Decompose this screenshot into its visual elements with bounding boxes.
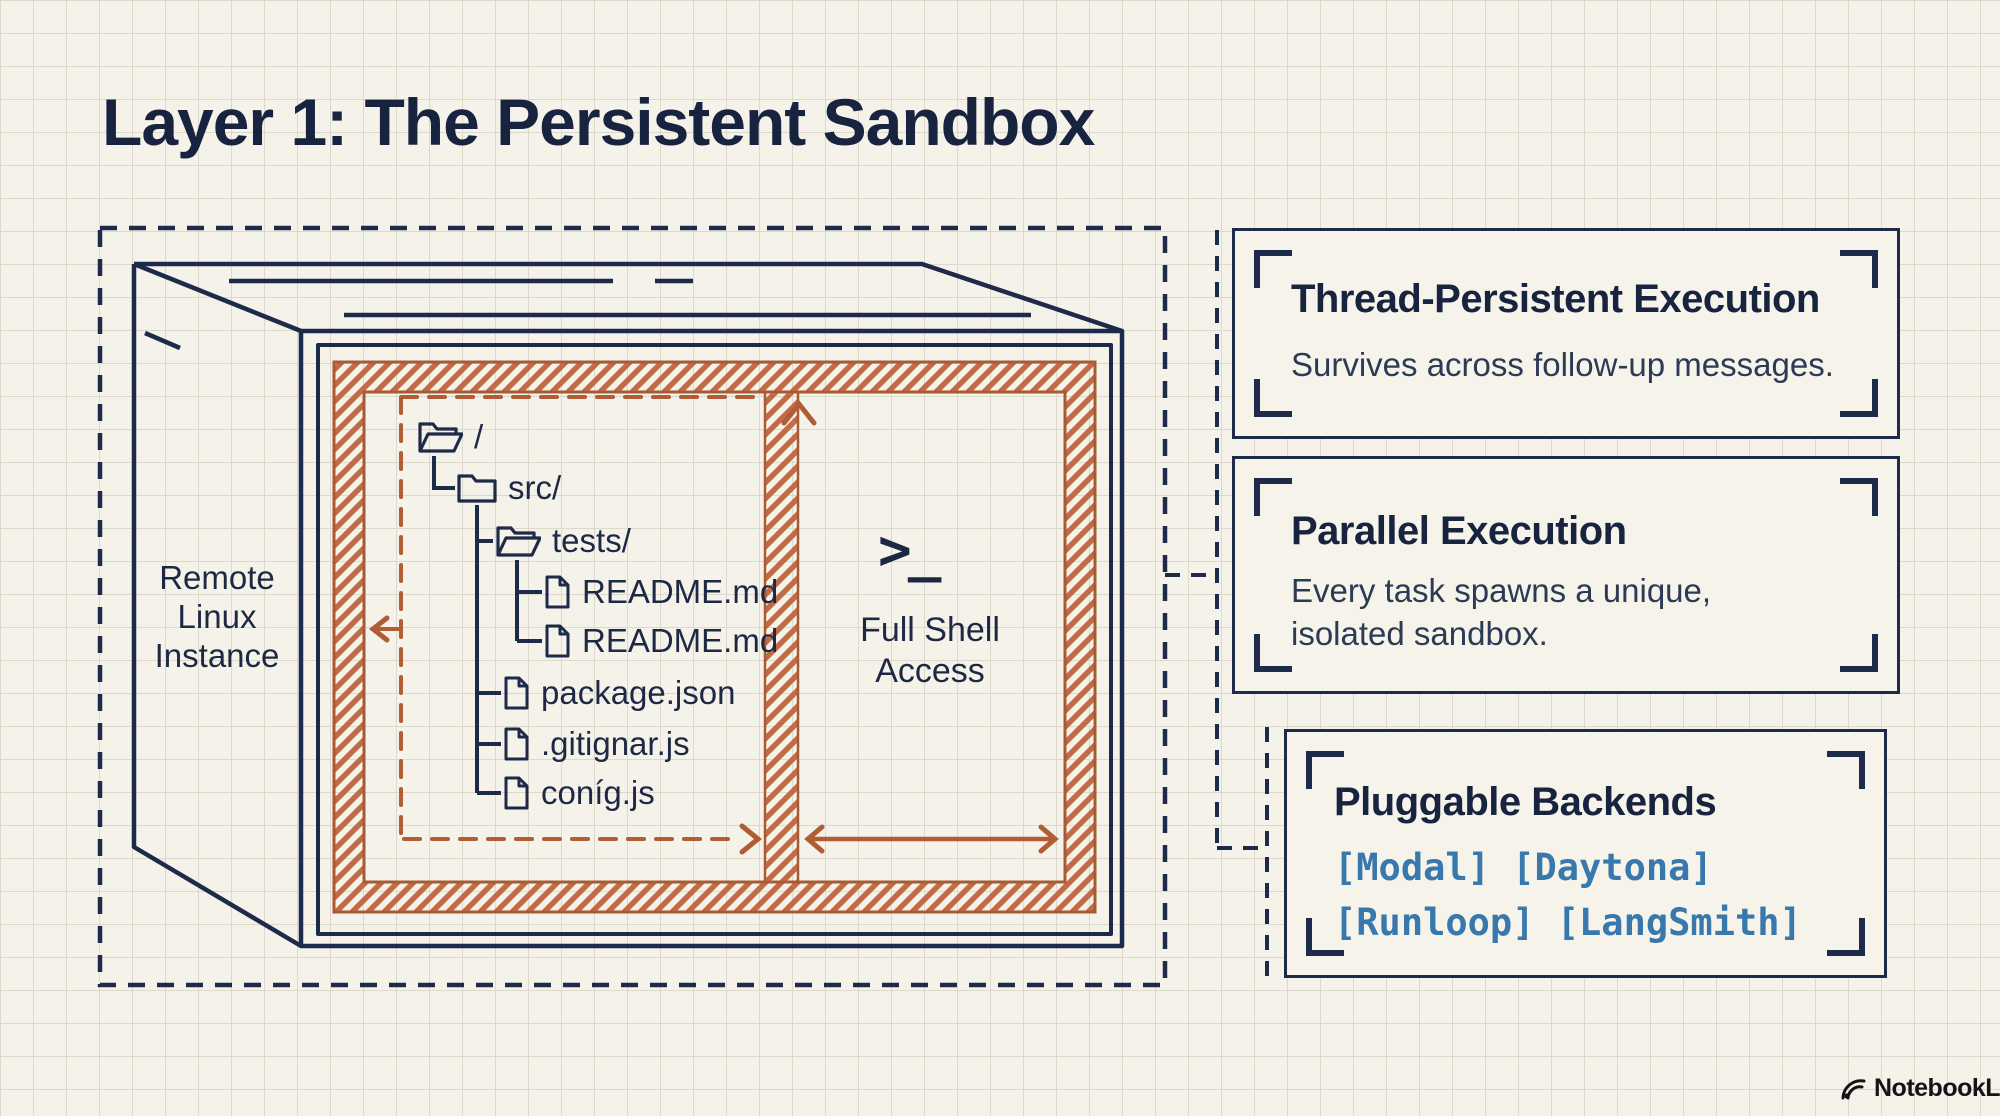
corner-bracket-icon [1254,379,1292,417]
corner-bracket-icon [1254,634,1292,672]
file-icon [504,727,529,761]
file-icon [545,575,570,609]
tree-item-root: / [417,417,483,457]
dashed-workspace-rect [399,395,764,841]
callout-connectors [1165,230,1269,983]
tree-item-label: coníg.js [541,774,655,811]
corner-bracket-icon [1827,751,1865,789]
tree-item-config: coníg.js [503,773,655,813]
folder-icon [457,473,497,503]
page-title: Layer 1: The Persistent Sandbox [102,85,1095,159]
open-folder-icon [496,526,541,557]
tree-item-label: tests/ [552,522,631,559]
full-shell-access-label: Full Shell Access [860,611,1000,690]
tree-item-label: .gitignar.js [541,725,690,762]
tree-item-tests: tests/ [495,521,631,561]
up-arrow-icon [781,399,817,426]
corner-bracket-icon [1306,918,1344,956]
corner-bracket-icon [1306,751,1344,789]
tree-item-gitignar: .gitignar.js [503,724,690,764]
callout-pluggable-backends: Pluggable Backends [Modal] [Daytona] [Ru… [1284,729,1887,978]
corner-bracket-icon [1827,918,1865,956]
callout-body: Every task spawns a unique, isolated san… [1291,572,1712,652]
tree-item-label: README.md [582,622,779,659]
tree-item-label: src/ [508,469,562,506]
remote-linux-instance-label: Remote Linux Instance [154,559,280,674]
tree-item-src: src/ [457,468,561,508]
corner-bracket-icon [1840,634,1878,672]
outer-dashed-boundary [97,225,1168,988]
backend-tags-line-1: [Modal] [Daytona] [1334,846,1713,889]
tree-item-label: package.json [541,674,736,711]
callout-parallel-execution: Parallel Execution Every task spawns a u… [1232,456,1900,694]
corner-bracket-icon [1840,379,1878,417]
left-arrow-icon [368,615,390,643]
callout-body: Survives across follow-up messages. [1291,346,1834,383]
corner-bracket-icon [1840,250,1878,288]
server-box-outline [131,261,1125,949]
callout-thread-persistent: Thread-Persistent Execution Survives acr… [1232,228,1900,439]
corner-bracket-icon [1254,478,1292,516]
notebooklm-logo-icon [1841,1078,1866,1099]
callout-title: Pluggable Backends [1334,780,1717,824]
tree-item-package-json: package.json [503,673,735,713]
brand-name: NotebookLM [1874,1074,2000,1102]
tree-connectors [432,456,542,795]
tree-item-label: / [474,418,484,455]
workspace-annotations [368,395,1059,855]
tree-item-label: README.md [582,573,779,610]
file-icon [545,624,570,658]
corner-bracket-icon [1840,478,1878,516]
terminal-prompt-icon: >_ [878,518,941,583]
corner-bracket-icon [1254,250,1292,288]
right-arrow-icon [739,823,762,855]
double-arrow-icon [804,824,1059,854]
hatched-frame [332,360,1097,914]
backend-tags-line-2: [Runloop] [LangSmith] [1334,901,1802,944]
brand-footer: NotebookLM [1840,1074,2000,1103]
tree-item-readme-1: README.md [544,572,778,612]
file-icon [504,676,529,710]
callout-title: Parallel Execution [1291,509,1627,553]
file-icon [504,776,529,810]
backend-tags: [Modal] [Daytona] [Runloop] [LangSmith] [1334,840,1802,950]
open-folder-icon [418,422,463,453]
tree-item-readme-2: README.md [544,621,778,661]
hatched-divider-strip [763,390,800,884]
box-top-detail-lines [144,278,1031,351]
callout-title: Thread-Persistent Execution [1291,277,1820,321]
